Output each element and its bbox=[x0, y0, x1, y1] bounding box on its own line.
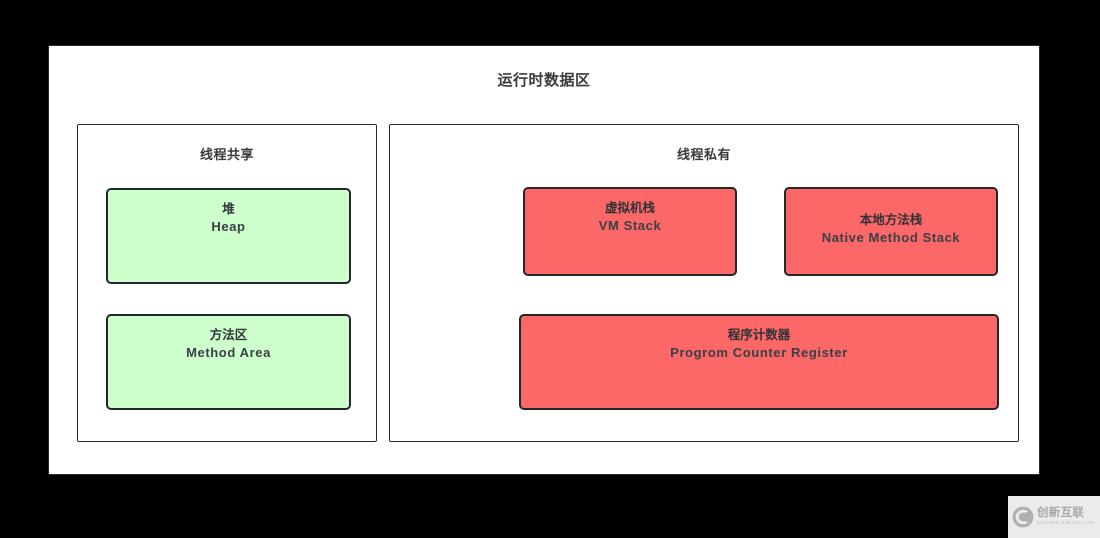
region-native-method-stack-label: 本地方法栈 Native Method Stack bbox=[786, 212, 996, 246]
watermark-text: 创新互联 CHUANG XIN HU LIAN bbox=[1037, 506, 1095, 526]
region-method-area-label: 方法区 Method Area bbox=[108, 327, 349, 361]
panel-thread-private: 线程私有 虚拟机栈 VM Stack 本地方法栈 Native Method S… bbox=[389, 124, 1019, 442]
region-vm-stack[interactable]: 虚拟机栈 VM Stack bbox=[523, 187, 737, 276]
region-heap-label: 堆 Heap bbox=[108, 201, 349, 235]
panel-thread-private-title: 线程私有 bbox=[676, 147, 731, 162]
region-heap-label-cn: 堆 bbox=[222, 202, 235, 216]
circle-x-logo-icon bbox=[1011, 505, 1035, 529]
region-program-counter-register-label-en: Progrom Counter Register bbox=[670, 344, 848, 360]
region-native-method-stack[interactable]: 本地方法栈 Native Method Stack bbox=[784, 187, 998, 276]
panel-thread-shared: 线程共享 堆 Heap 方法区 Method Area bbox=[77, 124, 377, 442]
region-native-method-stack-label-en: Native Method Stack bbox=[821, 229, 961, 245]
region-vm-stack-label-en: VM Stack bbox=[598, 217, 662, 233]
region-heap[interactable]: 堆 Heap bbox=[106, 188, 351, 284]
region-program-counter-register-label-cn: 程序计数器 bbox=[727, 328, 791, 342]
region-program-counter-register[interactable]: 程序计数器 Progrom Counter Register bbox=[519, 314, 999, 410]
region-method-area[interactable]: 方法区 Method Area bbox=[106, 314, 351, 410]
region-program-counter-register-label: 程序计数器 Progrom Counter Register bbox=[521, 327, 997, 361]
region-method-area-label-cn: 方法区 bbox=[209, 328, 248, 342]
region-native-method-stack-label-cn: 本地方法栈 bbox=[859, 213, 923, 227]
region-vm-stack-label-cn: 虚拟机栈 bbox=[604, 201, 655, 215]
watermark-text-cn: 创新互联 bbox=[1037, 506, 1085, 519]
watermark: 创新互联 CHUANG XIN HU LIAN bbox=[1008, 496, 1100, 538]
region-method-area-label-en: Method Area bbox=[186, 344, 271, 360]
panel-thread-shared-title: 线程共享 bbox=[199, 147, 254, 162]
page-title: 运行时数据区 bbox=[497, 72, 591, 89]
runtime-data-area-card: 运行时数据区 线程共享 堆 Heap 方法区 Method Area 线程私有 … bbox=[48, 45, 1040, 475]
watermark-text-en: CHUANG XIN HU LIAN bbox=[1037, 520, 1095, 526]
region-heap-label-en: Heap bbox=[211, 218, 246, 234]
region-vm-stack-label: 虚拟机栈 VM Stack bbox=[525, 200, 735, 234]
